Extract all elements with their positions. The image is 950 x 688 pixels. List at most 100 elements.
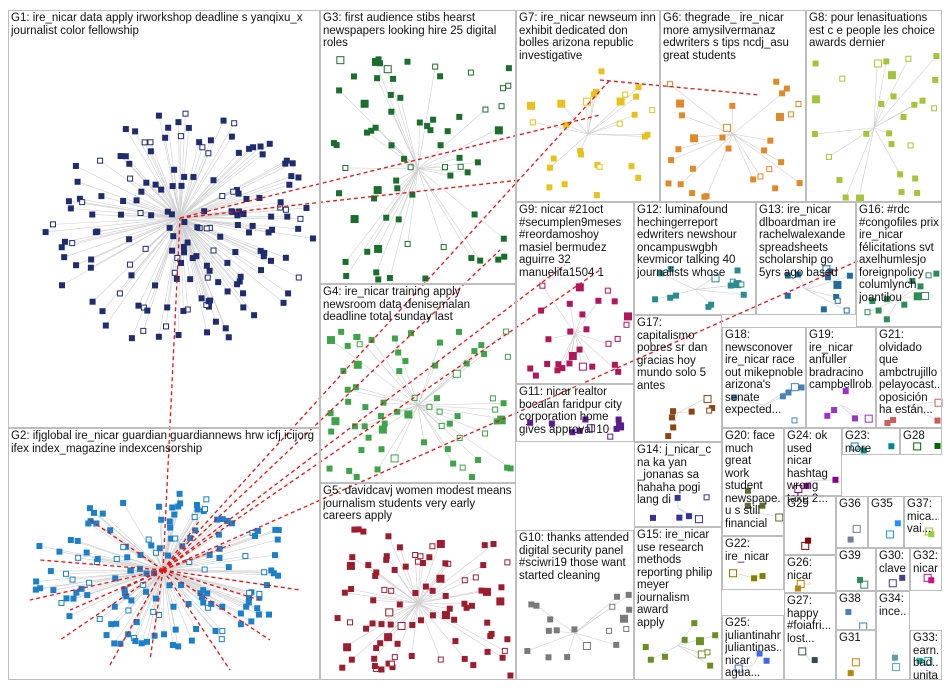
edge-g2 <box>162 507 173 571</box>
edge-g9 <box>574 333 593 367</box>
node-g3 <box>372 124 379 131</box>
node-g10 <box>524 647 531 654</box>
group-label-g38: G38 <box>839 593 861 605</box>
cross-edge <box>89 519 164 571</box>
node-g1 <box>128 272 135 279</box>
node-g7 <box>628 163 635 170</box>
edge-g2 <box>35 569 164 590</box>
node-g2 <box>138 640 145 647</box>
group-box-g12: G12: luminafound hechingerreport edwrite… <box>634 202 756 315</box>
node-g5 <box>394 640 401 647</box>
node-g5 <box>499 654 506 661</box>
node-g15 <box>704 649 711 656</box>
edge-g6 <box>732 93 783 135</box>
node-g2 <box>111 603 118 610</box>
edge-g1 <box>179 146 254 219</box>
node-g9 <box>566 360 573 367</box>
node-g1 <box>212 318 219 325</box>
node-g18 <box>731 394 738 401</box>
node-g3 <box>464 169 471 176</box>
node-g4 <box>482 430 489 437</box>
group-label-g30: G30: clave <box>879 550 906 575</box>
node-g5 <box>498 584 505 591</box>
node-g2 <box>111 640 118 647</box>
node-g1 <box>232 249 239 256</box>
node-g4 <box>459 464 466 471</box>
node-g2 <box>203 496 210 503</box>
edge-g10 <box>574 632 617 646</box>
group-box-g28: G28 <box>900 428 942 455</box>
cross-edge <box>162 249 501 571</box>
group-box-g14: G14: j_nicar_c na ka yan _jonanas sa hah… <box>634 442 722 527</box>
node-g13 <box>794 271 801 278</box>
node-g24 <box>803 482 810 489</box>
node-g5 <box>480 562 487 569</box>
node-g30 <box>888 579 897 588</box>
node-g5 <box>484 619 491 626</box>
node-g4 <box>326 336 335 345</box>
node-g2 <box>70 595 77 602</box>
cross-edge <box>149 569 164 661</box>
node-g1 <box>222 325 229 332</box>
edge-g10 <box>574 596 618 634</box>
node-g5 <box>422 583 429 590</box>
group-box-g15: G15: ire_nicar use research methods repo… <box>634 527 722 680</box>
node-g3 <box>336 190 343 197</box>
node-g24 <box>832 476 839 483</box>
edge-g5 <box>417 563 449 604</box>
node-g1 <box>243 195 250 202</box>
node-g27 <box>798 647 807 656</box>
node-g5 <box>429 612 436 619</box>
node-g6 <box>675 146 682 153</box>
node-g2 <box>172 626 179 633</box>
node-g8 <box>888 141 895 148</box>
node-g2 <box>93 520 100 527</box>
node-g6 <box>678 112 685 119</box>
node-g3 <box>395 216 402 223</box>
node-g5 <box>417 617 424 624</box>
node-g2 <box>242 553 249 560</box>
edge-g2 <box>162 569 204 591</box>
group-box-g24: G24: ok used nicar hashtag wrong take 2.… <box>784 428 842 505</box>
group-box-g18: G18: newsconover ire_nicar race out mike… <box>722 327 806 428</box>
group-box-g8: G8: pour lenasituations est c e people l… <box>806 10 942 202</box>
node-g10 <box>625 591 632 598</box>
node-g4 <box>368 337 375 344</box>
node-g2 <box>73 589 80 596</box>
node-g1 <box>225 334 232 341</box>
node-g4 <box>352 384 359 391</box>
node-g1 <box>180 243 187 250</box>
node-g35 <box>894 520 901 527</box>
node-g1 <box>250 144 257 151</box>
node-g18 <box>790 383 799 392</box>
node-g1 <box>240 304 247 311</box>
node-g4 <box>454 413 461 420</box>
group-box-g6: G6: thegrade_ ire_nicar more amysilverma… <box>660 10 806 202</box>
edge-g6 <box>706 133 734 197</box>
node-g1 <box>204 274 211 281</box>
node-g2 <box>84 592 91 599</box>
node-g15 <box>681 636 688 643</box>
node-g1 <box>102 322 109 329</box>
node-g12 <box>711 274 720 283</box>
node-g3 <box>374 75 381 82</box>
edge-g3 <box>345 167 419 170</box>
node-g13 <box>820 306 827 313</box>
group-label-g21: G21: olvidado que ambctrujillo pelayocas… <box>879 329 939 416</box>
edge-g21 <box>908 401 938 406</box>
edge-g2 <box>70 539 164 571</box>
edge-g1 <box>179 177 299 219</box>
node-g13 <box>784 292 791 299</box>
node-g1 <box>133 197 140 204</box>
edge-g13 <box>787 275 807 290</box>
node-g1 <box>185 124 192 131</box>
node-g1 <box>116 290 123 297</box>
edge-g15 <box>677 622 695 646</box>
node-g33 <box>924 657 933 666</box>
node-g2 <box>204 590 211 597</box>
node-g6 <box>778 159 785 166</box>
node-g9 <box>605 340 612 347</box>
node-g5 <box>347 619 354 626</box>
node-g1 <box>152 181 159 188</box>
node-g2 <box>151 632 158 639</box>
